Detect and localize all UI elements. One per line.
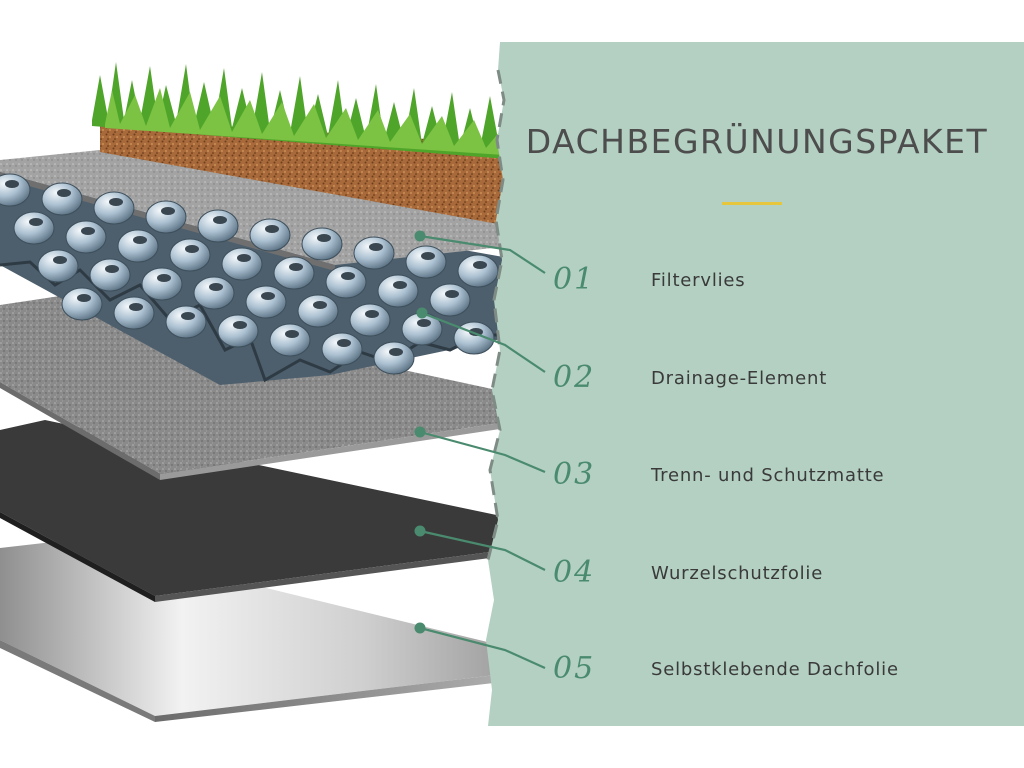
drainage-dome-hole: [133, 236, 147, 244]
drainage-dome: [405, 245, 447, 279]
layer-number: 03: [553, 457, 596, 492]
layer-number: 01: [553, 262, 596, 297]
drainage-dome: [41, 182, 83, 216]
drainage-dome-hole: [157, 274, 171, 282]
connector-line-05: [419, 626, 546, 670]
drainage-dome-hole: [473, 261, 487, 269]
drainage-dome: [321, 332, 363, 366]
panel-title: DACHBEGRÜNUNGSPAKET: [525, 122, 989, 161]
drainage-dome: [197, 209, 239, 243]
drainage-dome: [61, 287, 103, 321]
drainage-dome: [221, 247, 263, 281]
drainage-dome-hole: [213, 216, 227, 224]
drainage-dome-hole: [285, 330, 299, 338]
drainage-dome: [141, 267, 183, 301]
drainage-dome: [349, 303, 391, 337]
connector-line-01: [419, 234, 546, 274]
info-panel-background: [486, 42, 1024, 726]
drainage-dome-hole: [369, 243, 383, 251]
drainage-dome: [325, 265, 367, 299]
drainage-dome: [249, 218, 291, 252]
drainage-dome-hole: [5, 180, 19, 188]
drainage-dome-hole: [209, 283, 223, 291]
grass-vegetation: [92, 62, 520, 160]
drainage-dome-hole: [341, 272, 355, 280]
connector-lines: [419, 234, 546, 670]
drainage-dome: [429, 283, 471, 317]
drainage-dome: [301, 227, 343, 261]
connector-dot-02: [416, 307, 428, 319]
connector-dots: [414, 230, 428, 634]
drainage-dome-hole: [337, 339, 351, 347]
drainage-dome: [457, 254, 499, 288]
drainage-dome-hole: [317, 234, 331, 242]
drainage-dome-hole: [445, 290, 459, 298]
drainage-dome-hole: [237, 254, 251, 262]
layer-name: Filtervlies: [651, 270, 746, 291]
drainage-dome: [145, 200, 187, 234]
drainage-dome-hole: [265, 225, 279, 233]
drainage-dome-hole: [185, 245, 199, 253]
drainage-dome: [245, 285, 287, 319]
drainage-dome: [93, 191, 135, 225]
drainage-dome: [269, 323, 311, 357]
connector-dot-03: [414, 426, 426, 438]
drainage-dome: [37, 249, 79, 283]
drainage-dome-hole: [261, 292, 275, 300]
drainage-dome-hole: [57, 189, 71, 197]
drainage-dome: [65, 220, 107, 254]
connector-dot-04: [414, 525, 426, 537]
layer-name: Wurzelschutzfolie: [651, 563, 824, 584]
drainage-dome-hole: [29, 218, 43, 226]
title-accent-line: [722, 202, 782, 205]
drainage-dome-hole: [77, 294, 91, 302]
layer-number: 05: [553, 651, 596, 686]
layer-number: 02: [553, 360, 596, 395]
drainage-dome: [13, 211, 55, 245]
root-protection-layer: [0, 420, 520, 602]
drainage-dome-hole: [393, 281, 407, 289]
connector-dot-05: [414, 622, 426, 634]
drainage-dome: [89, 258, 131, 292]
drainage-dome-hole: [181, 312, 195, 320]
drainage-dome: [169, 238, 211, 272]
drainage-dome-hole: [421, 252, 435, 260]
drainage-dome: [273, 256, 315, 290]
drainage-dome-hole: [161, 207, 175, 215]
drainage-dome-hole: [81, 227, 95, 235]
drainage-dome-hole: [53, 256, 67, 264]
layer-name: Trenn- und Schutzmatte: [651, 465, 885, 486]
drainage-dome: [113, 296, 155, 330]
drainage-dome-hole: [313, 301, 327, 309]
drainage-dome: [377, 274, 419, 308]
drainage-dome-hole: [129, 303, 143, 311]
drainage-dome-hole: [417, 319, 431, 327]
drainage-dome-hole: [389, 348, 403, 356]
layer-name: Drainage-Element: [651, 368, 828, 389]
drainage-dome: [217, 314, 259, 348]
layer-name: Selbstklebende Dachfolie: [651, 659, 899, 680]
brush-stroke-edge: [486, 69, 506, 561]
drainage-dome: [353, 236, 395, 270]
drainage-dome-hole: [109, 198, 123, 206]
drainage-dome: [165, 305, 207, 339]
drainage-dome-hole: [365, 310, 379, 318]
layer-number: 04: [553, 555, 596, 590]
connector-line-03: [419, 430, 546, 474]
connector-dot-01: [414, 230, 426, 242]
connector-line-02: [421, 311, 546, 373]
drainage-dome: [297, 294, 339, 328]
drainage-dome-hole: [289, 263, 303, 271]
connector-line-04: [419, 529, 546, 571]
drainage-domes: [0, 173, 499, 375]
drainage-dome: [373, 341, 415, 375]
drainage-dome-hole: [105, 265, 119, 273]
drainage-dome: [193, 276, 235, 310]
drainage-dome: [117, 229, 159, 263]
drainage-dome-hole: [233, 321, 247, 329]
